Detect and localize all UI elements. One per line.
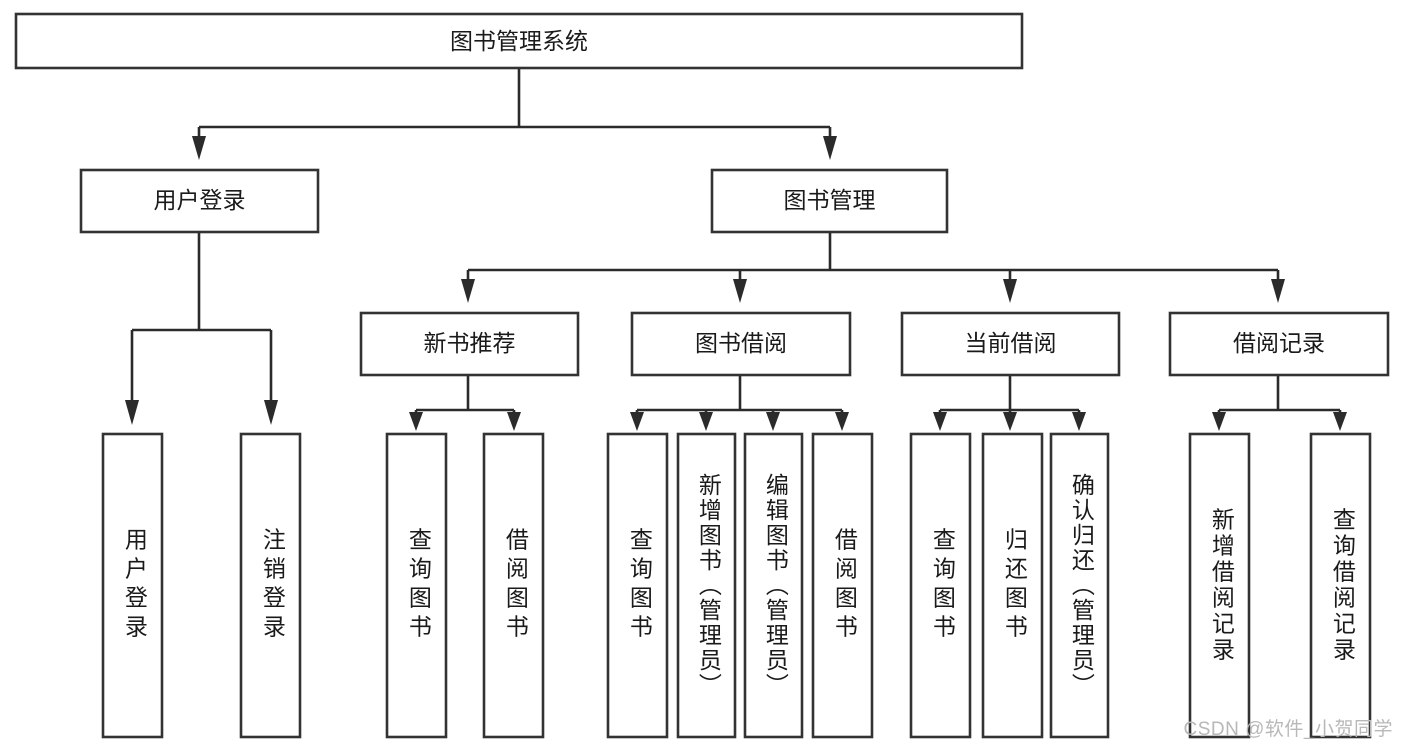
node-new-book-recommend[interactable]: 新书推荐 xyxy=(359,311,580,377)
arrow-head-user-login xyxy=(192,136,206,160)
node-book-management[interactable]: 图书管理 xyxy=(710,168,949,234)
node-borrow-record[interactable]: 借阅记录 xyxy=(1168,311,1390,377)
arrow-head-leaf-query-record xyxy=(1333,412,1347,431)
node-current-borrow[interactable]: 当前借阅 xyxy=(900,311,1121,377)
leaf-edit-book-admin-label: 编辑图书（管理员） xyxy=(762,473,789,698)
leaf-confirm-return-admin-label: 确认归还（管理员） xyxy=(1068,473,1095,698)
leaf-logout-box[interactable] xyxy=(239,432,302,739)
leaf-query-book-current[interactable]: 查询图书 xyxy=(909,432,972,739)
leaf-query-book-borrow-box[interactable] xyxy=(606,432,669,739)
leaf-add-borrow-record[interactable]: 新增借阅记录 xyxy=(1188,432,1251,739)
leaf-confirm-return-admin[interactable]: 确认归还（管理员） xyxy=(1049,432,1110,739)
leaf-query-book-newbook-label: 查询图书 xyxy=(405,528,432,644)
node-book-borrow-box[interactable] xyxy=(630,311,852,377)
leaf-add-book-admin-label: 新增图书（管理员） xyxy=(695,473,722,698)
leaf-query-borrow-record[interactable]: 查询借阅记录 xyxy=(1309,432,1372,739)
node-borrow-record-label: 借阅记录 xyxy=(1233,330,1325,356)
node-borrow-record-box[interactable] xyxy=(1168,311,1390,377)
node-new-book-recommend-label: 新书推荐 xyxy=(424,330,516,356)
leaf-edit-book-admin-box[interactable] xyxy=(743,432,804,739)
leaf-add-borrow-record-box[interactable] xyxy=(1188,432,1251,739)
arrow-head-new-book xyxy=(461,279,475,303)
leaf-return-book-label: 归还图书 xyxy=(1001,528,1028,644)
arrow-head-leaf-borrow-book-2 xyxy=(835,412,849,431)
node-user-login-box[interactable] xyxy=(79,168,320,234)
arrow-head-leaf-query-book-3 xyxy=(933,412,947,431)
leaf-query-borrow-record-box[interactable] xyxy=(1309,432,1372,739)
node-root-box[interactable] xyxy=(14,12,1024,70)
arrow-head-leaf-return-book xyxy=(1003,412,1017,431)
arrow-head-borrow-record xyxy=(1271,279,1285,303)
leaf-logout-label: 注销登录 xyxy=(259,528,286,644)
leaf-add-borrow-record-label: 新增借阅记录 xyxy=(1208,508,1235,664)
arrow-head-leaf-add-book xyxy=(699,412,713,431)
leaf-confirm-return-admin-box[interactable] xyxy=(1049,432,1110,739)
leaf-user-login[interactable]: 用户登录 xyxy=(101,432,164,739)
arrow-head-leaf-edit-book xyxy=(766,412,780,431)
arrow-head-leaf-add-record xyxy=(1212,412,1226,431)
arrow-head-leaf-user-login xyxy=(125,400,139,425)
leaf-query-borrow-record-label: 查询借阅记录 xyxy=(1329,508,1356,664)
leaf-user-login-box[interactable] xyxy=(101,432,164,739)
node-new-book-recommend-box[interactable] xyxy=(359,311,580,377)
leaf-borrow-book-newbook-box[interactable] xyxy=(482,432,545,739)
leaf-query-book-current-box[interactable] xyxy=(909,432,972,739)
node-root-label: 图书管理系统 xyxy=(450,28,588,54)
node-book-management-box[interactable] xyxy=(710,168,949,234)
leaf-return-book-box[interactable] xyxy=(981,432,1044,739)
leaf-edit-book-admin[interactable]: 编辑图书（管理员） xyxy=(743,432,804,739)
node-book-management-label: 图书管理 xyxy=(784,187,876,213)
leaf-return-book[interactable]: 归还图书 xyxy=(981,432,1044,739)
arrow-head-current-borrow xyxy=(1003,279,1017,303)
node-current-borrow-box[interactable] xyxy=(900,311,1121,377)
connectors-layer xyxy=(125,68,1347,431)
leaf-borrow-book-borrow-label: 借阅图书 xyxy=(831,528,858,644)
node-root-system[interactable]: 图书管理系统 xyxy=(14,12,1024,70)
leaf-user-login-label: 用户登录 xyxy=(121,528,148,644)
arrow-head-leaf-query-book-2 xyxy=(630,412,644,431)
arrow-head-book-mgmt xyxy=(823,136,837,160)
leaf-query-book-newbook-box[interactable] xyxy=(385,432,448,739)
arrow-head-book-borrow xyxy=(733,279,747,303)
node-user-login-label: 用户登录 xyxy=(154,187,246,213)
node-book-borrow[interactable]: 图书借阅 xyxy=(630,311,852,377)
leaf-borrow-book-borrow[interactable]: 借阅图书 xyxy=(811,432,874,739)
leaf-borrow-book-newbook-label: 借阅图书 xyxy=(502,528,529,644)
leaf-query-book-current-label: 查询图书 xyxy=(929,528,956,644)
nodes-layer: 图书管理系统 用户登录 图书管理 新书推荐 图书借阅 当前借阅 借阅记录 xyxy=(14,12,1390,739)
arrow-head-leaf-borrow-book-1 xyxy=(507,412,521,431)
leaf-borrow-book-borrow-box[interactable] xyxy=(811,432,874,739)
node-current-borrow-label: 当前借阅 xyxy=(965,330,1057,356)
arrow-head-leaf-query-book-1 xyxy=(409,412,423,431)
leaf-borrow-book-newbook[interactable]: 借阅图书 xyxy=(482,432,545,739)
leaf-query-book-borrow-label: 查询图书 xyxy=(626,528,653,644)
leaf-add-book-admin-box[interactable] xyxy=(676,432,737,739)
node-user-login[interactable]: 用户登录 xyxy=(79,168,320,234)
leaf-query-book-borrow[interactable]: 查询图书 xyxy=(606,432,669,739)
arrow-head-leaf-logout xyxy=(264,400,278,425)
leaf-query-book-newbook[interactable]: 查询图书 xyxy=(385,432,448,739)
leaf-logout[interactable]: 注销登录 xyxy=(239,432,302,739)
leaf-add-book-admin[interactable]: 新增图书（管理员） xyxy=(676,432,737,739)
arrow-head-leaf-confirm-return xyxy=(1072,412,1086,431)
node-book-borrow-label: 图书借阅 xyxy=(695,330,787,356)
